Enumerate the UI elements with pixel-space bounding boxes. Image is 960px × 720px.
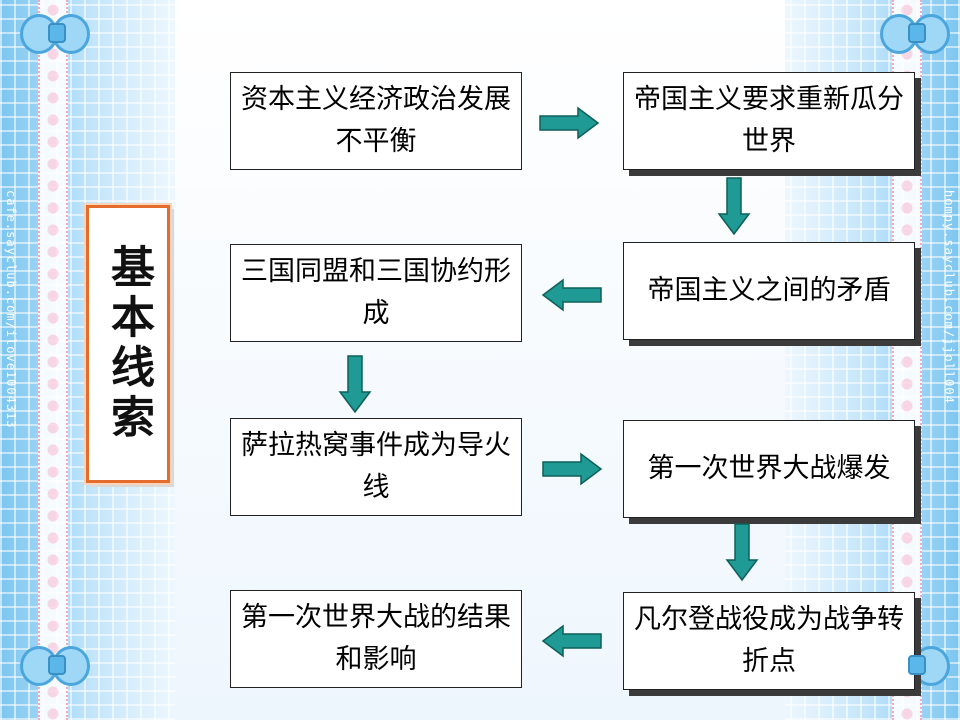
arrow-down-icon [338, 355, 372, 414]
node-ww1-results: 第一次世界大战的结果和影响 [230, 590, 522, 688]
title-box: 基本线索 [86, 205, 170, 483]
arrow-right-icon [539, 106, 600, 140]
arrow-down-icon [717, 177, 751, 236]
node-sarajevo-incident: 萨拉热窝事件成为导火线 [230, 418, 522, 516]
arrow-down-icon [725, 523, 759, 582]
node-verdun-turning-point: 凡尔登战役成为战争转折点 [623, 592, 915, 690]
arrow-right-icon [542, 452, 603, 486]
left-watermark-text: cafe.sayclub.com/ilove1004313 [4, 190, 18, 429]
left-lace-strip [38, 0, 68, 720]
node-economic-imbalance: 资本主义经济政治发展不平衡 [230, 72, 522, 170]
title-text: 基本线索 [103, 244, 154, 444]
bow-icon-top-right [880, 8, 950, 54]
right-watermark-text: hompy.sayclub.com/jjoll004 [942, 190, 956, 404]
arrow-left-icon [541, 278, 602, 312]
node-redivide-world: 帝国主义要求重新瓜分世界 [623, 72, 915, 170]
bow-icon-bottom-left [20, 640, 90, 686]
bow-icon-top-left [20, 8, 90, 54]
node-imperialist-contradictions: 帝国主义之间的矛盾 [623, 242, 915, 340]
arrow-left-icon [541, 624, 602, 658]
node-alliances-formed: 三国同盟和三国协约形成 [230, 244, 522, 342]
node-ww1-outbreak: 第一次世界大战爆发 [623, 420, 915, 518]
